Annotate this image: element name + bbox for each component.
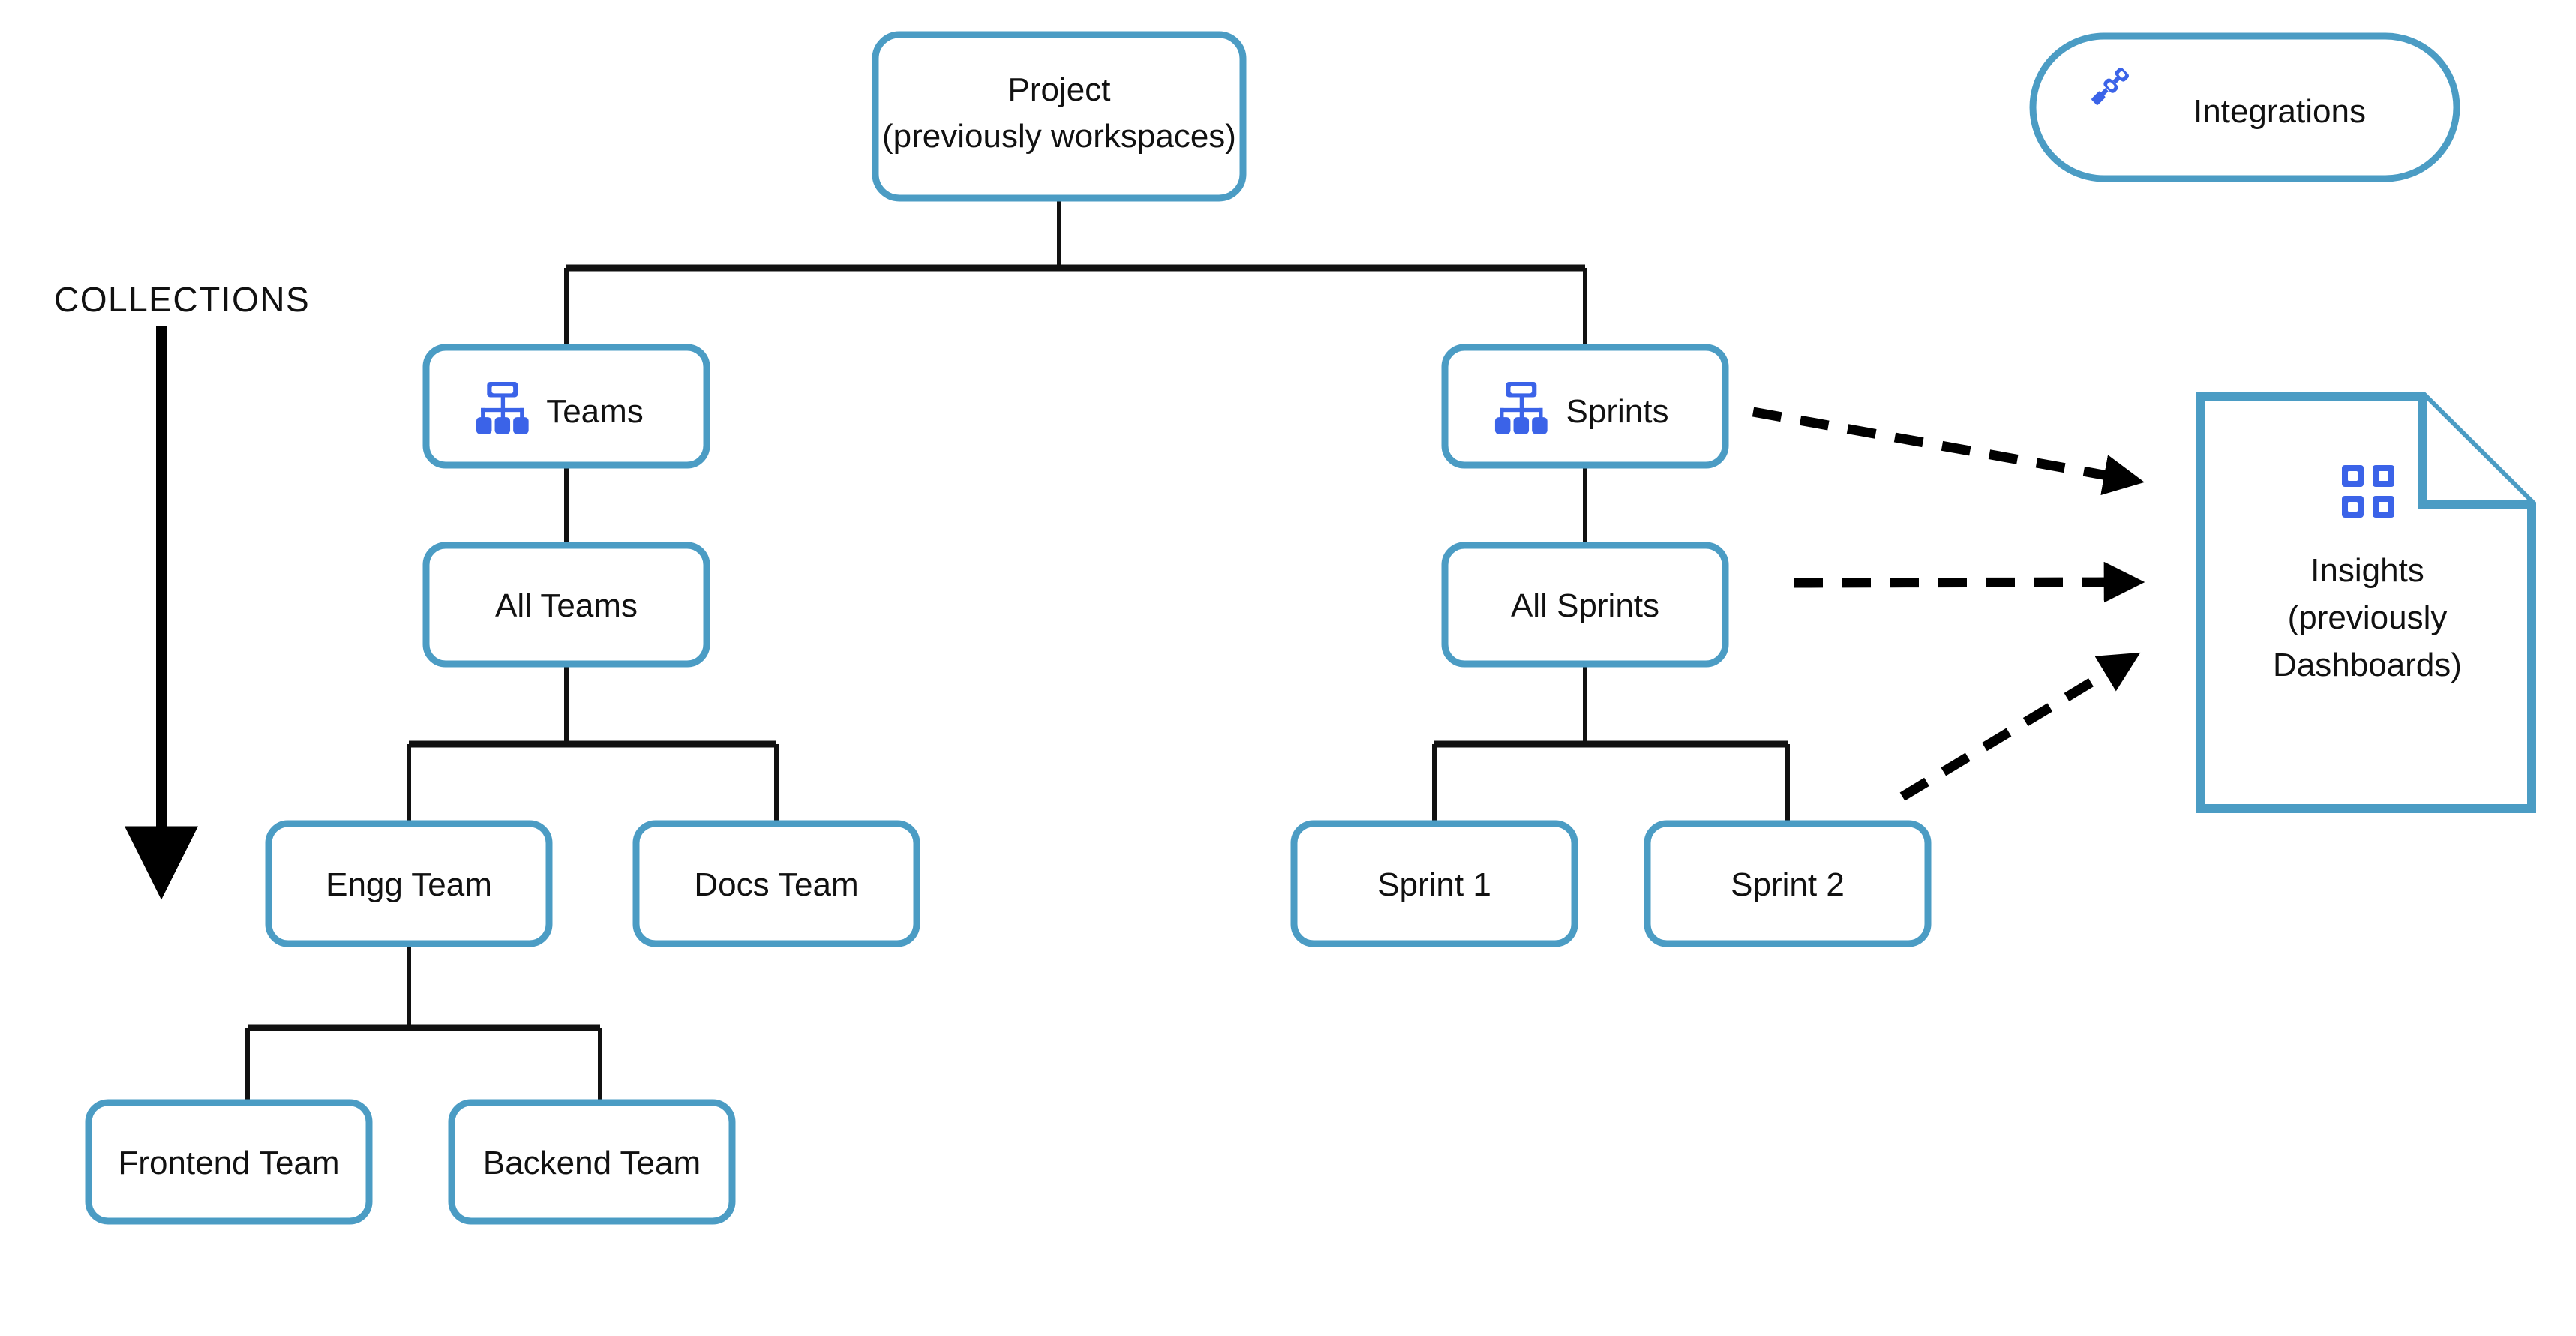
teams-box xyxy=(422,344,710,469)
node-all-sprints[interactable] xyxy=(1441,542,1729,668)
project-label-line2: (previously workspaces) xyxy=(882,118,1236,155)
docs-team-label: Docs Team xyxy=(694,866,858,903)
project-label-line1: Project xyxy=(1008,71,1111,108)
frontend-team-box xyxy=(85,1099,373,1225)
dashed-arrow-sprint2-insights xyxy=(1899,652,2141,801)
all-sprints-box xyxy=(1441,542,1729,668)
node-project[interactable] xyxy=(872,31,1247,202)
sprint-1-label: Sprint 1 xyxy=(1377,866,1491,903)
frontend-team-label: Frontend Team xyxy=(118,1145,339,1181)
teams-label: Teams xyxy=(546,393,644,430)
dashed-arrow-sprints-insights xyxy=(1752,407,2145,496)
node-sprint-1[interactable] xyxy=(1290,820,1578,947)
all-teams-label: All Teams xyxy=(495,587,638,624)
node-frontend-team[interactable] xyxy=(85,1099,373,1225)
insights-label-line2: (previously xyxy=(2288,599,2448,636)
insights-fold-corner xyxy=(2418,396,2532,509)
backend-team-box xyxy=(448,1099,736,1225)
hierarchy-icon xyxy=(476,382,529,434)
integrations-pill xyxy=(2029,32,2460,182)
integrations-label: Integrations xyxy=(2193,93,2366,130)
sprints-box xyxy=(1441,344,1729,469)
node-backend-team[interactable] xyxy=(448,1099,736,1225)
engg-team-label: Engg Team xyxy=(326,866,492,903)
insights-label-line1: Insights xyxy=(2310,552,2424,589)
sprint-1-box xyxy=(1290,820,1578,947)
all-sprints-label: All Sprints xyxy=(1511,587,1659,624)
sprint-2-label: Sprint 2 xyxy=(1731,866,1845,903)
project-box xyxy=(872,31,1247,202)
hierarchy-icon xyxy=(1494,382,1548,434)
dashed-arrows-group xyxy=(1752,407,2145,801)
node-teams[interactable] xyxy=(422,344,710,469)
node-docs-team[interactable] xyxy=(632,820,920,947)
all-teams-box xyxy=(422,542,710,668)
sprint-2-box xyxy=(1644,820,1932,947)
node-integrations[interactable] xyxy=(2029,32,2460,182)
dashboard-grid-icon xyxy=(2342,465,2394,518)
node-insights[interactable] xyxy=(2196,392,2536,813)
collections-label: COLLECTIONS xyxy=(54,280,310,319)
docs-team-box xyxy=(632,820,920,947)
plug-connector-icon xyxy=(2091,67,2130,105)
node-engg-team[interactable] xyxy=(265,820,553,947)
sprints-label: Sprints xyxy=(1566,393,1669,430)
engg-team-box xyxy=(265,820,553,947)
insights-label-line3: Dashboards) xyxy=(2273,647,2462,683)
dashed-arrow-allsprints-insights xyxy=(1794,561,2145,603)
node-sprint-2[interactable] xyxy=(1644,820,1932,947)
node-all-teams[interactable] xyxy=(422,542,710,668)
node-sprints[interactable] xyxy=(1441,344,1729,469)
connectors-group xyxy=(245,198,1790,1103)
backend-team-label: Backend Team xyxy=(483,1145,701,1181)
